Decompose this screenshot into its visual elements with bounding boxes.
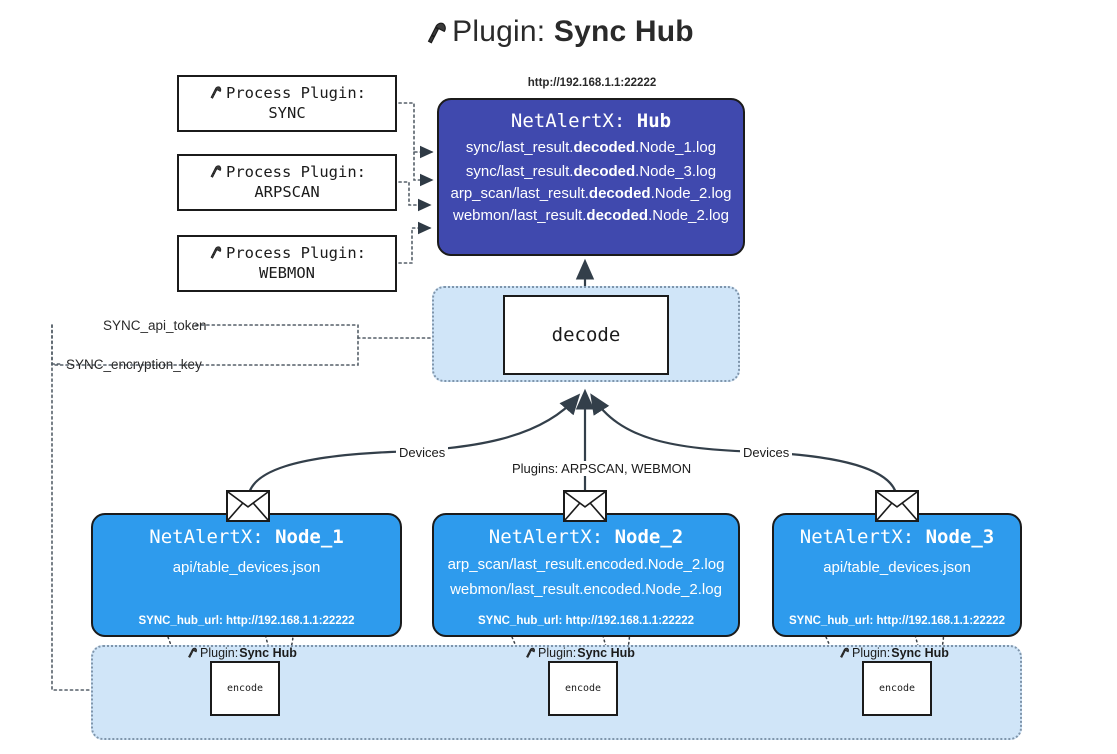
envelope-icon xyxy=(563,490,607,522)
node-2-title: NetAlertX: Node_2 xyxy=(434,526,738,548)
process-plugin-webmon-header: Process Plugin: xyxy=(208,243,366,264)
node-card-node-1[interactable]: NetAlertX: Node_1 api/table_devices.json… xyxy=(91,513,402,637)
encoder-1-caption-name: Sync Hub xyxy=(239,646,297,660)
hub-log-3-pre: arp_scan/last_result. xyxy=(450,185,589,202)
node-3-line-1: api/table_devices.json xyxy=(823,559,971,576)
encoder-3-caption-prefix: Plugin: xyxy=(852,646,891,660)
hub-log-3-post: .Node_2.log xyxy=(650,185,732,202)
hub-url-label: http://192.168.1.1:22222 xyxy=(527,77,657,89)
node-1-footer: SYNC_hub_url: http://192.168.1.1:22222 xyxy=(138,615,355,627)
encode-box-1[interactable]: encode xyxy=(210,661,280,716)
process-plugin-arpscan-name: ARPSCAN xyxy=(254,183,320,202)
plug-icon xyxy=(205,81,227,106)
encoder-2-caption: Plugin: Sync Hub xyxy=(524,645,635,661)
process-plugin-sync-header: Process Plugin: xyxy=(208,83,366,104)
process-plugin-arpscan-label: Process Plugin: xyxy=(226,163,366,182)
hub-log-line-3: arp_scan/last_result.decoded.Node_2.log xyxy=(439,185,743,202)
node-1-title-name: Node_1 xyxy=(275,526,344,548)
encoder-2-caption-prefix: Plugin: xyxy=(538,646,577,660)
hub-log-line-2: sync/last_result.decoded.Node_3.log xyxy=(439,163,743,180)
node-3-title-name: Node_3 xyxy=(925,526,995,548)
hub-title-prefix: NetAlertX: xyxy=(510,110,626,132)
title-prefix: Plugin: xyxy=(452,15,546,48)
process-plugin-arpscan-header: Process Plugin: xyxy=(208,162,366,183)
node-2-line-1: arp_scan/last_result.encoded.Node_2.log xyxy=(447,556,725,573)
encoder-1-caption: Plugin: Sync Hub xyxy=(186,645,297,661)
edge-label-plugins: Plugins: ARPSCAN, WEBMON xyxy=(509,461,695,476)
node-2-title-name: Node_2 xyxy=(614,526,684,548)
hub-log-1-em: decoded xyxy=(573,139,636,156)
plug-icon xyxy=(205,160,227,185)
hub-log-line-4: webmon/last_result.decoded.Node_2.log xyxy=(439,207,743,224)
hub-log-4-post: .Node_2.log xyxy=(648,207,729,224)
decode-box[interactable]: decode xyxy=(503,295,669,375)
hub-log-3-em: decoded xyxy=(588,185,651,202)
hub-log-4-pre: webmon/last_result. xyxy=(453,207,587,224)
encoder-3-caption: Plugin: Sync Hub xyxy=(838,645,949,661)
hub-log-2-em: decoded xyxy=(573,163,636,180)
node-3-footer: SYNC_hub_url: http://192.168.1.1:22222 xyxy=(788,615,1006,627)
encoder-3-caption-name: Sync Hub xyxy=(891,646,949,660)
hub-log-2-post: .Node_3.log xyxy=(635,163,717,180)
node-card-node-3[interactable]: NetAlertX: Node_3 api/table_devices.json… xyxy=(772,513,1022,637)
process-plugin-webmon-name: WEBMON xyxy=(259,264,315,283)
encoder-1-caption-prefix: Plugin: xyxy=(200,646,239,660)
hub-log-1-post: .Node_1.log xyxy=(635,139,717,156)
node-3-title-prefix: NetAlertX: xyxy=(799,526,915,548)
secret-label-encryption-key: SYNC_encryption_key xyxy=(66,357,202,372)
node-1-title: NetAlertX: Node_1 xyxy=(93,526,400,548)
node-2-line-2: webmon/last_result.encoded.Node_2.log xyxy=(450,581,722,598)
plug-icon xyxy=(836,643,853,662)
node-2-footer: SYNC_hub_url: http://192.168.1.1:22222 xyxy=(477,615,695,627)
node-card-node-2[interactable]: NetAlertX: Node_2 arp_scan/last_result.e… xyxy=(432,513,740,637)
title-name: Sync Hub xyxy=(553,15,694,48)
hub-log-1-pre: sync/last_result. xyxy=(465,139,574,156)
hub-log-2-pre: sync/last_result. xyxy=(465,163,574,180)
node-1-line-1: api/table_devices.json xyxy=(172,559,321,576)
plug-icon xyxy=(205,241,227,266)
hub-log-line-1: sync/last_result.decoded.Node_1.log xyxy=(439,139,743,156)
hub-log-4-em: decoded xyxy=(586,207,649,224)
edge-label-devices-right: Devices xyxy=(740,445,793,460)
secret-label-api-token: SYNC_api_token xyxy=(103,318,207,333)
edge-label-devices-left: Devices xyxy=(396,445,449,460)
process-plugin-webmon[interactable]: Process Plugin: WEBMON xyxy=(177,235,397,292)
process-plugin-sync-label: Process Plugin: xyxy=(226,84,366,103)
encode-box-2[interactable]: encode xyxy=(548,661,618,716)
encode-box-3[interactable]: encode xyxy=(862,661,932,716)
process-plugin-webmon-label: Process Plugin: xyxy=(226,244,366,263)
plug-icon xyxy=(184,643,201,662)
hub-title-name: Hub xyxy=(636,110,672,132)
envelope-icon xyxy=(875,490,919,522)
process-plugin-arpscan[interactable]: Process Plugin: ARPSCAN xyxy=(177,154,397,211)
node-2-title-prefix: NetAlertX: xyxy=(488,526,604,548)
hub-node[interactable]: NetAlertX: Hub sync/last_result.decoded.… xyxy=(437,98,745,256)
plug-icon xyxy=(419,14,455,53)
process-plugin-sync-name: SYNC xyxy=(268,104,306,123)
plug-icon xyxy=(522,643,539,662)
hub-title: NetAlertX: Hub xyxy=(439,110,743,132)
envelope-icon xyxy=(226,490,270,522)
page-title: Plugin: Sync Hub xyxy=(0,14,1117,49)
node-3-title: NetAlertX: Node_3 xyxy=(774,526,1020,548)
process-plugin-sync[interactable]: Process Plugin: SYNC xyxy=(177,75,397,132)
node-1-title-prefix: NetAlertX: xyxy=(149,526,264,548)
encoder-2-caption-name: Sync Hub xyxy=(577,646,635,660)
